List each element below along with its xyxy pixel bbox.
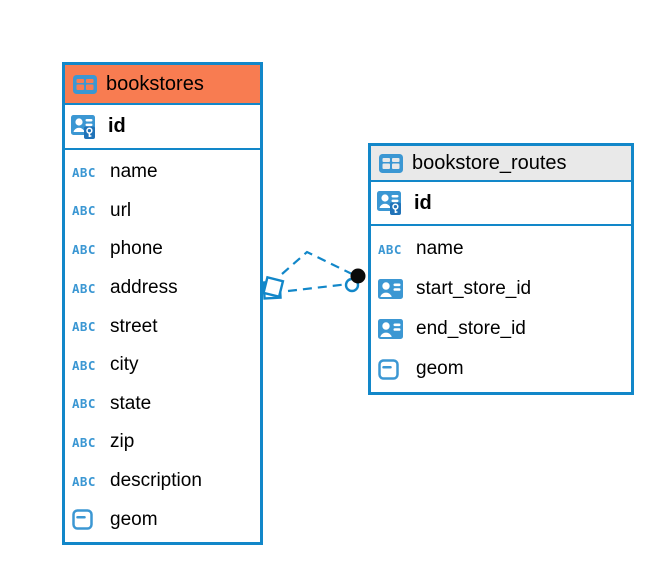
reference-type-icon: [378, 279, 406, 299]
text-type-icon: ABC: [72, 319, 96, 335]
column-name: street: [110, 315, 158, 337]
text-type-icon: ABC: [378, 241, 402, 257]
column-row[interactable]: ABC zip: [65, 431, 260, 453]
column-name: name: [416, 238, 464, 259]
column-row[interactable]: ABC description: [65, 470, 260, 492]
primary-key-icon: [377, 191, 405, 215]
column-name: phone: [110, 238, 163, 260]
table-bookstores[interactable]: bookstores id ABC na: [62, 62, 263, 545]
text-type-icon: ABC: [72, 203, 96, 219]
column-name: city: [110, 354, 139, 376]
relation-dot-marker[interactable]: [344, 268, 366, 293]
relation-line-lower[interactable]: [287, 282, 350, 293]
column-name: start_store_id: [416, 278, 532, 299]
column-list: ABC name start_store_id: [371, 226, 631, 392]
table-title: bookstores: [106, 72, 204, 95]
column-row[interactable]: start_store_id: [371, 278, 631, 300]
column-row[interactable]: ABC address: [65, 277, 260, 299]
column-row[interactable]: end_store_id: [371, 318, 631, 340]
table-icon: [379, 153, 403, 173]
text-type-icon: ABC: [72, 280, 96, 296]
column-row[interactable]: ABC url: [65, 200, 260, 222]
text-type-icon: ABC: [72, 357, 96, 373]
column-row[interactable]: ABC name: [65, 161, 260, 183]
table-icon: [73, 74, 97, 94]
column-name: end_store_id: [416, 318, 526, 339]
column-name: geom: [110, 508, 158, 530]
table-title: bookstore_routes: [412, 151, 567, 174]
column-name: state: [110, 392, 152, 414]
text-type-icon: ABC: [72, 241, 96, 257]
column-row[interactable]: geom: [371, 358, 631, 380]
column-name: description: [110, 470, 202, 492]
primary-key-row[interactable]: id: [371, 182, 631, 226]
column-row[interactable]: ABC name: [371, 238, 631, 260]
column-row[interactable]: ABC state: [65, 393, 260, 415]
column-name: name: [110, 161, 158, 183]
column-row[interactable]: ABC phone: [65, 238, 260, 260]
table-bookstore-routes[interactable]: bookstore_routes id ABC: [368, 143, 634, 395]
text-type-icon: ABC: [72, 164, 96, 180]
primary-key-label: id: [414, 191, 432, 214]
relation-line-upper[interactable]: [281, 250, 353, 275]
column-name: zip: [110, 431, 135, 453]
primary-key-label: id: [108, 115, 126, 137]
relation-diamond-marker[interactable]: [262, 275, 285, 300]
column-name: address: [110, 277, 178, 299]
geometry-type-icon: [378, 358, 406, 380]
column-name: url: [110, 199, 132, 221]
column-row[interactable]: geom: [65, 509, 260, 531]
column-name: geom: [416, 358, 464, 379]
text-type-icon: ABC: [72, 434, 96, 450]
table-header[interactable]: bookstores: [65, 65, 260, 105]
geometry-type-icon: [72, 509, 100, 530]
table-header[interactable]: bookstore_routes: [371, 146, 631, 182]
column-list: ABC name ABC url ABC phone ABC address A…: [65, 150, 260, 542]
column-row[interactable]: ABC street: [65, 316, 260, 338]
text-type-icon: ABC: [72, 396, 96, 412]
primary-key-row[interactable]: id: [65, 105, 260, 150]
column-row[interactable]: ABC city: [65, 354, 260, 376]
text-type-icon: ABC: [72, 473, 96, 489]
reference-type-icon: [378, 319, 406, 339]
primary-key-icon: [71, 114, 99, 139]
